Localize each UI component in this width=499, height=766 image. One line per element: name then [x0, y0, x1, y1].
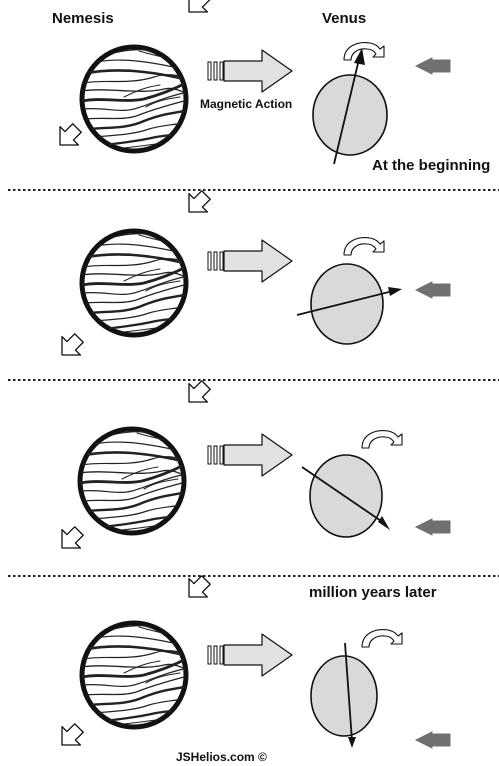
label-nemesis: Nemesis: [52, 10, 114, 27]
credit-text: JSHelios.com ©: [176, 750, 267, 764]
incoming-arrow: [416, 282, 450, 298]
orbit-arrow-lower: [53, 329, 88, 364]
label-venus: Venus: [322, 10, 366, 27]
spin-arrow: [362, 431, 402, 448]
incoming-arrow: [416, 519, 450, 535]
nemesis-planet: [82, 623, 186, 727]
magnetic-action-arrow: [208, 50, 292, 92]
label-million-years-later: million years later: [309, 584, 437, 601]
label-magnetic-action: Magnetic Action: [200, 97, 292, 111]
magnetic-action-arrow: [208, 634, 292, 676]
nemesis-planet: [80, 429, 184, 533]
magnetic-action-arrow: [208, 240, 292, 282]
incoming-arrow: [416, 58, 450, 74]
venus-planet: [313, 75, 387, 155]
orbit-arrow-lower: [53, 719, 88, 754]
orbit-arrow-lower: [51, 119, 86, 154]
spin-arrow: [344, 238, 384, 255]
spin-arrow: [362, 630, 402, 647]
venus-planet: [311, 656, 377, 736]
nemesis-planet: [82, 47, 186, 151]
panel-2: [53, 186, 450, 364]
spin-arrow: [344, 43, 384, 60]
magnetic-action-arrow: [208, 434, 292, 476]
venus-planet: [311, 264, 383, 344]
label-at-the-beginning: At the beginning: [372, 157, 490, 174]
orbit-arrow-upper: [180, 376, 215, 411]
panel-3: [53, 376, 450, 557]
incoming-arrow: [416, 732, 450, 748]
orbit-arrow-upper: [180, 186, 215, 221]
orbit-arrow-lower: [53, 522, 88, 557]
nemesis-planet: [82, 231, 186, 335]
orbit-arrow-upper: [180, 0, 215, 21]
